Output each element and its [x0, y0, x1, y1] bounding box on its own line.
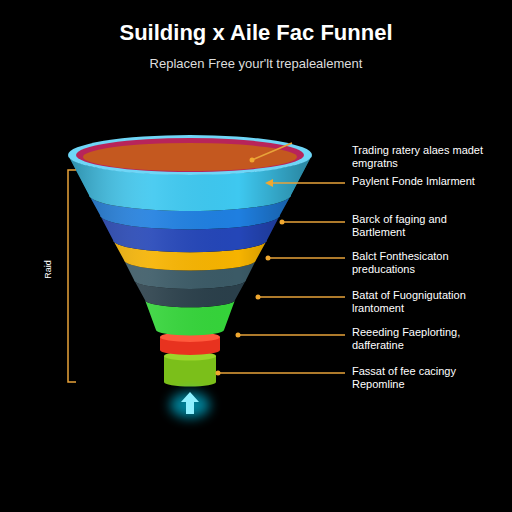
up-arrow [181, 392, 199, 414]
funnel-rim [76, 138, 304, 172]
funnel-liquid [83, 143, 297, 171]
leader-line [258, 296, 345, 298]
callout-label: Barck of faging and Bartlement [352, 213, 484, 239]
leader-line [268, 257, 345, 259]
leader-line [272, 182, 345, 184]
leader-line [238, 334, 345, 336]
output-arrow [170, 392, 210, 418]
axis-label: Raid [43, 250, 54, 290]
subtitle: Replacen Free your'lt trepalealement [0, 56, 512, 72]
funnel-rim [68, 135, 312, 175]
leader-dot [250, 158, 255, 163]
leader-dot [266, 256, 271, 261]
leader-dot [280, 220, 285, 225]
callout-label: Trading ratery alaes madet emgratns [352, 144, 484, 170]
leader-line [282, 221, 345, 223]
callout-label: Reeeding Faeplorting, dafferatine [352, 326, 484, 352]
callout-label: Fassat of fee cacingy Repomline [352, 365, 484, 391]
callout-label: Paylent Fonde Imlarment [352, 175, 484, 188]
bracket [68, 170, 76, 382]
leader-dot [236, 333, 241, 338]
diagram-title: Suilding x Aile Fac Funnel [0, 20, 512, 46]
funnel-bands [68, 135, 312, 387]
callout-label: Balct Fonthesicaton preducations [352, 250, 484, 276]
arrow-glow [170, 392, 210, 418]
leader-dot [216, 371, 221, 376]
funnel-shading [68, 155, 312, 335]
callout-label: Batat of Fuognigutation lrantoment [352, 289, 484, 315]
leader-dot [256, 295, 261, 300]
funnel-band [164, 356, 216, 387]
leader-lines [68, 143, 345, 382]
leader-line [252, 143, 292, 160]
leader-arrowhead [265, 179, 273, 187]
leader-dots [216, 158, 285, 376]
leader-line [218, 372, 345, 374]
